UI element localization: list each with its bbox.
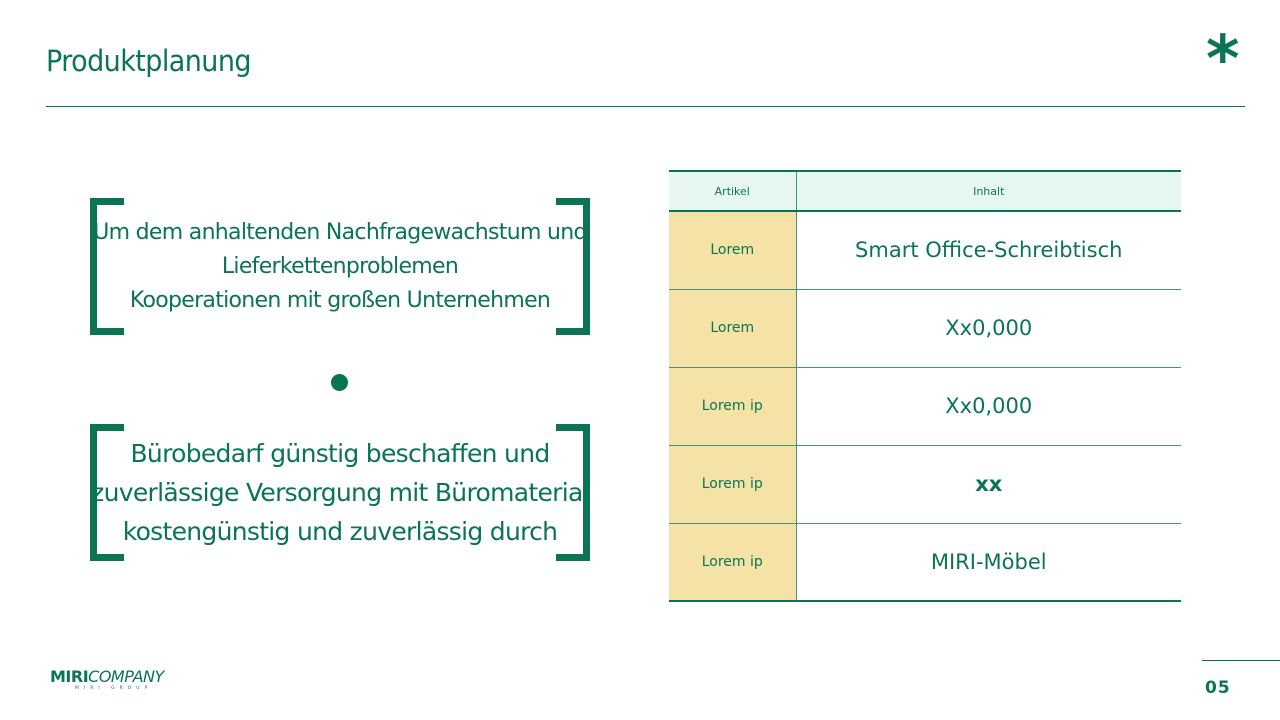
table-row: Lorem ip xx xyxy=(669,445,1181,524)
column-header-artikel: Artikel xyxy=(669,170,797,212)
right-bracket-icon xyxy=(556,198,590,335)
left-bracket-icon xyxy=(90,424,124,561)
table-row: Lorem ip Xx0,000 xyxy=(669,367,1181,446)
statement-1-line: Um dem anhaltenden Nachfragewachstum und xyxy=(93,219,587,245)
header-divider xyxy=(46,106,1245,107)
company-logo: MIRICOMPANY MIRI GROUP xyxy=(50,668,164,692)
table-row: Lorem ip MIRI-Möbel xyxy=(669,523,1181,602)
inhalt-cell: Xx0,000 xyxy=(796,289,1181,368)
logo-tagline: MIRI GROUP xyxy=(75,686,153,691)
inhalt-cell: Smart Office-Schreibtisch xyxy=(796,211,1181,290)
artikel-cell: Lorem ip xyxy=(669,445,797,524)
statement-2-text: Bürobedarf günstig beschaffen und zuverl… xyxy=(82,424,598,561)
table-row: Lorem Xx0,000 xyxy=(669,289,1181,368)
logo-brand: MIRI xyxy=(50,667,89,686)
artikel-cell: Lorem xyxy=(669,211,797,290)
statement-1-line: Kooperationen mit großen Unternehmen xyxy=(129,287,551,313)
inhalt-cell: xx xyxy=(796,445,1181,524)
statement-2-line: zuverlässige Versorgung mit Büromaterial xyxy=(91,478,589,507)
page-number: 05 xyxy=(1205,678,1231,698)
right-bracket-icon xyxy=(556,424,590,561)
product-table: Artikel Inhalt Lorem Smart Office-Schrei… xyxy=(669,170,1181,602)
table-header-row: Artikel Inhalt xyxy=(669,170,1181,212)
artikel-cell: Lorem ip xyxy=(669,523,797,602)
statement-2-line: kostengünstig und zuverlässig durch xyxy=(122,517,558,546)
logo-wordmark: MIRICOMPANY xyxy=(50,668,164,686)
column-header-inhalt: Inhalt xyxy=(796,170,1181,212)
statement-2-line: Bürobedarf günstig beschaffen und xyxy=(130,439,550,468)
inhalt-cell: MIRI-Möbel xyxy=(796,523,1181,602)
statement-box-2: Bürobedarf günstig beschaffen und zuverl… xyxy=(90,424,590,561)
logo-company: COMPANY xyxy=(88,667,164,686)
dot-icon xyxy=(331,374,348,391)
statement-1-text: Um dem anhaltenden Nachfragewachstum und… xyxy=(82,198,598,335)
table-row: Lorem Smart Office-Schreibtisch xyxy=(669,211,1181,290)
inhalt-cell: Xx0,000 xyxy=(796,367,1181,446)
artikel-cell: Lorem ip xyxy=(669,367,797,446)
left-bracket-icon xyxy=(90,198,124,335)
page-title: Produktplanung xyxy=(46,44,251,78)
footer-divider xyxy=(1202,660,1280,661)
statement-1-line: Lieferkettenproblemen xyxy=(221,253,459,279)
artikel-cell: Lorem xyxy=(669,289,797,368)
asterisk-icon: * xyxy=(1206,23,1240,97)
statement-box-1: Um dem anhaltenden Nachfragewachstum und… xyxy=(90,198,590,335)
